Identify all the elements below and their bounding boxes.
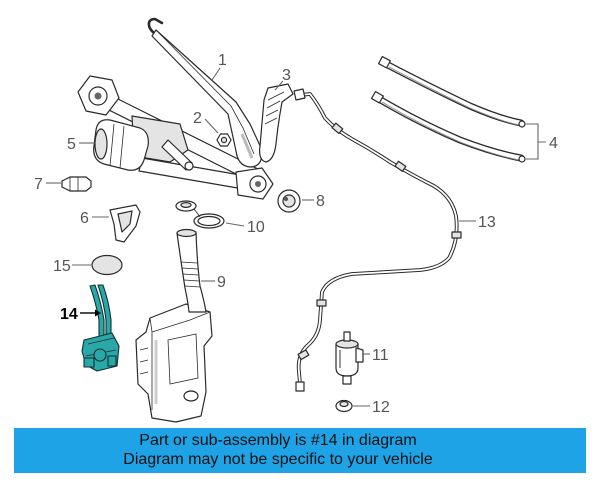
- upper-blade-rubber: [388, 66, 520, 126]
- arm-hook: [147, 17, 164, 35]
- arm-edge-line: [158, 32, 255, 155]
- filler-cap-part: [175, 200, 225, 229]
- callout-14: 14: [60, 306, 78, 323]
- bracket-recess: [117, 210, 133, 233]
- pad-body: [91, 254, 123, 276]
- washer-reservoir: [135, 303, 213, 423]
- hose-bracket-assembly-part-14: [81, 284, 120, 372]
- washer-pump-part: [335, 331, 364, 385]
- leader-line-1: [211, 67, 221, 81]
- motor-end-cap: [94, 128, 108, 160]
- callout-2: 2: [193, 110, 202, 127]
- grommet-inner: [282, 194, 296, 208]
- motor-detail-lines: [109, 123, 125, 169]
- grommet-part-8: [277, 189, 301, 213]
- neck-tube: [176, 231, 207, 313]
- hose-start-connector: [293, 88, 306, 101]
- assembly-port: [93, 348, 107, 362]
- cap-hatching: [264, 91, 285, 125]
- hose-clip: [316, 299, 327, 307]
- motor-body: [93, 119, 149, 171]
- washer-hose-part: [293, 88, 462, 392]
- callout-15: 15: [53, 258, 71, 275]
- callout-11: 11: [372, 347, 389, 364]
- mounting-bracket-part: [109, 204, 141, 243]
- callout-8: 8: [316, 193, 325, 210]
- hose-clip: [297, 349, 310, 361]
- hose-end-connector: [295, 381, 305, 392]
- connector-plug-part: [61, 176, 92, 192]
- grommet-hole: [284, 197, 288, 201]
- callout-1: 1: [218, 52, 227, 69]
- neck-opening: [176, 228, 197, 238]
- pump-grommet-inner: [339, 400, 349, 408]
- upper-blade-body: [383, 61, 524, 126]
- leader-arrowhead-14: [95, 309, 101, 317]
- assembly-clip-right: [107, 355, 117, 367]
- banner-line-2: Diagram may not be specific to your vehi…: [123, 450, 433, 468]
- leader-lines: [46, 67, 546, 407]
- crank-ball-joint: [184, 161, 194, 171]
- leader-line-2: [204, 118, 219, 134]
- callout-labels: 1 2 3 4 5 6 7 8 9 10 11 12 13 14 15: [34, 52, 558, 416]
- assembly-clip-left: [83, 357, 95, 368]
- callout-13: 13: [478, 214, 496, 231]
- cap-body: [259, 83, 294, 163]
- arm-cap-part: [259, 83, 294, 163]
- upper-blade-end-cap: [518, 120, 526, 128]
- motor-crank-arm: [161, 139, 193, 171]
- nut-bore: [220, 136, 228, 144]
- reservoir-ribs: [139, 347, 149, 375]
- lower-blade-adapter: [370, 90, 384, 104]
- foam-pad-part: [91, 254, 123, 276]
- plug-body: [61, 176, 92, 192]
- info-banner: Part or sub-assembly is #14 in diagram D…: [14, 428, 586, 473]
- hose-outline: [296, 92, 459, 386]
- left-pivot-shaft: [94, 92, 102, 100]
- right-pivot-shaft: [255, 181, 261, 187]
- pump-outlet: [343, 331, 351, 342]
- cap-tether: [193, 208, 201, 218]
- leader-line-10: [225, 222, 245, 227]
- callout-9: 9: [217, 274, 226, 291]
- callout-5: 5: [67, 136, 76, 153]
- wiper-blades-part: [370, 55, 526, 163]
- callout-3: 3: [282, 67, 291, 84]
- lower-blade-rubber: [381, 101, 520, 161]
- plug-detail: [69, 177, 79, 191]
- hose-clip: [451, 231, 462, 239]
- leader-bracket-4: [526, 123, 546, 160]
- pump-grommet-part: [335, 399, 353, 413]
- reservoir-pump-port: [183, 390, 199, 402]
- reservoir-edges: [149, 311, 211, 410]
- lower-blade-outline: [375, 95, 525, 162]
- arm-head-shading: [240, 133, 254, 159]
- lower-blade-end-cap: [518, 155, 526, 163]
- lower-blade-body: [376, 96, 524, 161]
- leader-line-3: [274, 80, 284, 91]
- hose-core: [297, 93, 458, 385]
- callout-6: 6: [80, 210, 89, 227]
- hose-clip: [394, 160, 407, 172]
- neck-ribs: [180, 261, 201, 288]
- reservoir-panel: [167, 333, 199, 385]
- callout-4: 4: [549, 135, 558, 152]
- filler-neck-part: [176, 228, 207, 313]
- parts-diagram: 1 2 3 4 5 6 7 8 9 10 11 12 13 14 15: [34, 17, 558, 423]
- callout-10: 10: [247, 219, 265, 236]
- pump-electrical-connector: [355, 347, 364, 363]
- pump-inlet: [342, 375, 352, 385]
- reservoir-body: [135, 303, 213, 423]
- arm-nut-part: [216, 133, 232, 147]
- banner-line-1: Part or sub-assembly is #14 in diagram: [139, 432, 417, 449]
- hose-clip: [331, 122, 344, 135]
- upper-blade-adapter: [377, 55, 391, 69]
- cap-center: [180, 202, 192, 209]
- wiper-motor-linkage-part: [77, 75, 274, 200]
- seal-ring-inner: [197, 215, 221, 227]
- callout-12: 12: [372, 399, 390, 416]
- callout-7: 7: [34, 176, 43, 193]
